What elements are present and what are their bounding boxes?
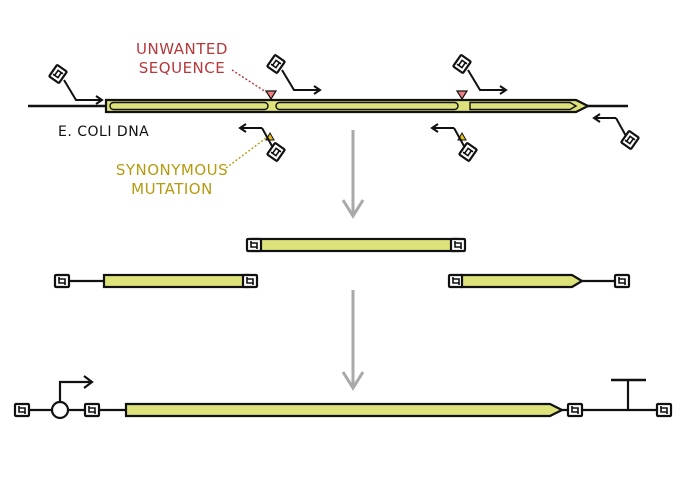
primer-forward-3 [451,53,508,95]
primer-reverse-3 [592,113,641,151]
ecoli-label: E. COLI DNA [58,124,149,140]
synonymous-label-line2: MUTATION [131,180,213,198]
primer-tail-icon [457,141,479,163]
overhang-left-icon [245,237,263,253]
primer-tail-icon [265,141,287,163]
unwanted-label-line1: UNWANTED [136,40,228,58]
assembled-gene [124,402,565,418]
promoter-icon [50,375,94,420]
synonymous-label-line1: SYNONYMOUS [116,161,228,179]
gene-fragment-1 [109,101,269,111]
terminator-icon [611,378,646,410]
primer-reverse-1 [238,123,287,163]
primer-forward-1 [47,63,104,105]
pcr-fragments-panel [53,237,631,289]
unwanted-marker-1 [264,90,278,101]
primer-reverse-2 [430,123,479,163]
overhang-right-icon [241,273,259,289]
unwanted-leader [231,69,267,93]
overhang-icon [655,402,673,418]
pcr-fragment-left [53,273,259,289]
step-arrow-1 [341,130,365,219]
assembled-construct-panel [13,375,673,420]
step-arrow-2 [341,290,365,391]
overhang-icon [83,402,101,418]
overhang-icon [566,402,584,418]
overhang-right-icon [449,237,467,253]
unwanted-marker-2 [455,90,469,101]
pcr-fragment-right [447,273,631,289]
overhang-left-icon [53,273,71,289]
primer-forward-2 [265,53,322,95]
pcr-fragment-center [245,237,467,253]
gene-fragment-2 [275,101,459,111]
gene-fragment-3 [469,101,578,111]
synonymous-leader [225,137,267,169]
overhang-icon [13,402,31,418]
overhang-right-icon [613,273,631,289]
ecoli-dna-panel: UNWANTED SEQUENCE E. COLI DNA SYNONYMOUS… [28,40,641,198]
unwanted-label-line2: SEQUENCE [139,59,225,77]
